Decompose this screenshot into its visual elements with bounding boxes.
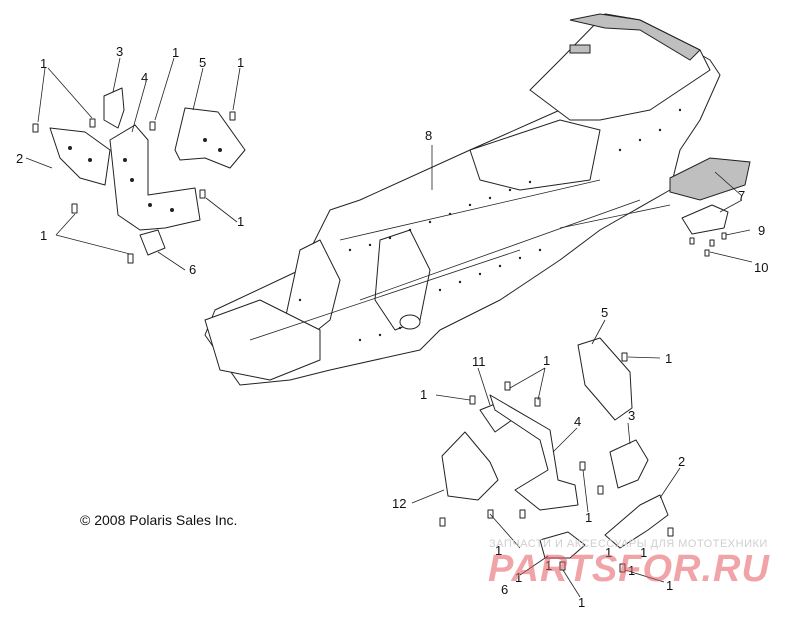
callout-2: 2 bbox=[16, 151, 23, 166]
callout-1: 1 bbox=[628, 563, 635, 578]
part-4-upper bbox=[109, 124, 201, 231]
callout-11: 11 bbox=[472, 354, 486, 369]
callout-6: 6 bbox=[189, 262, 196, 277]
callout-12: 12 bbox=[392, 496, 406, 511]
callout-5: 5 bbox=[199, 55, 206, 70]
callout-4: 4 bbox=[141, 70, 148, 85]
part-12 bbox=[441, 431, 499, 501]
part-4-lower bbox=[489, 394, 579, 511]
callout-1: 1 bbox=[495, 543, 502, 558]
callout-1: 1 bbox=[237, 214, 244, 229]
callout-1: 1 bbox=[578, 595, 585, 610]
callout-5: 5 bbox=[601, 305, 608, 320]
callout-1: 1 bbox=[605, 545, 612, 560]
callout-1: 1 bbox=[543, 353, 550, 368]
callout-10: 10 bbox=[754, 260, 768, 275]
watermark-tagline: ЗАПЧАСТИ И АКСЕССУАРЫ ДЛЯ МОТОТЕХНИКИ bbox=[489, 538, 768, 550]
callout-4: 4 bbox=[574, 414, 581, 429]
callout-labels: 1 1 1 1 1 1 1 1 1 1 1 1 1 1 1 1 1 2 2 3 … bbox=[16, 44, 768, 610]
copyright-notice: © 2008 Polaris Sales Inc. bbox=[80, 512, 238, 528]
callout-1: 1 bbox=[545, 558, 552, 573]
callout-1: 1 bbox=[585, 510, 592, 525]
watermark-logo: PARTSFOR.RU bbox=[488, 548, 770, 590]
callout-3: 3 bbox=[628, 408, 635, 423]
callout-1: 1 bbox=[172, 45, 179, 60]
chassis-frame bbox=[204, 13, 721, 386]
part-5-lower bbox=[577, 337, 633, 421]
leader-lines bbox=[25, 57, 753, 598]
part-5-upper bbox=[174, 107, 246, 169]
right-side-parts bbox=[669, 157, 751, 257]
callout-1: 1 bbox=[40, 228, 47, 243]
callout-3: 3 bbox=[116, 44, 123, 59]
part-6-lower bbox=[539, 531, 586, 559]
callout-8: 8 bbox=[425, 128, 432, 143]
part-7-bracket bbox=[681, 204, 729, 235]
right-lower-parts bbox=[439, 337, 674, 573]
part-7-footrest bbox=[669, 157, 751, 201]
callout-1: 1 bbox=[666, 578, 673, 593]
callout-2: 2 bbox=[678, 454, 685, 469]
part-3-lower bbox=[609, 439, 649, 489]
callout-1: 1 bbox=[640, 545, 647, 560]
callout-1: 1 bbox=[40, 56, 47, 71]
callout-1: 1 bbox=[420, 387, 427, 402]
callout-1: 1 bbox=[515, 570, 522, 585]
part-6-upper bbox=[139, 229, 166, 256]
part-2-lower bbox=[604, 494, 669, 549]
callout-9: 9 bbox=[758, 223, 765, 238]
left-upper-parts bbox=[32, 87, 246, 264]
part-2-upper bbox=[49, 127, 111, 186]
callout-6: 6 bbox=[501, 582, 508, 597]
part-3-upper bbox=[103, 87, 125, 129]
callout-1: 1 bbox=[237, 55, 244, 70]
callout-7: 7 bbox=[738, 188, 745, 203]
callout-1: 1 bbox=[665, 351, 672, 366]
